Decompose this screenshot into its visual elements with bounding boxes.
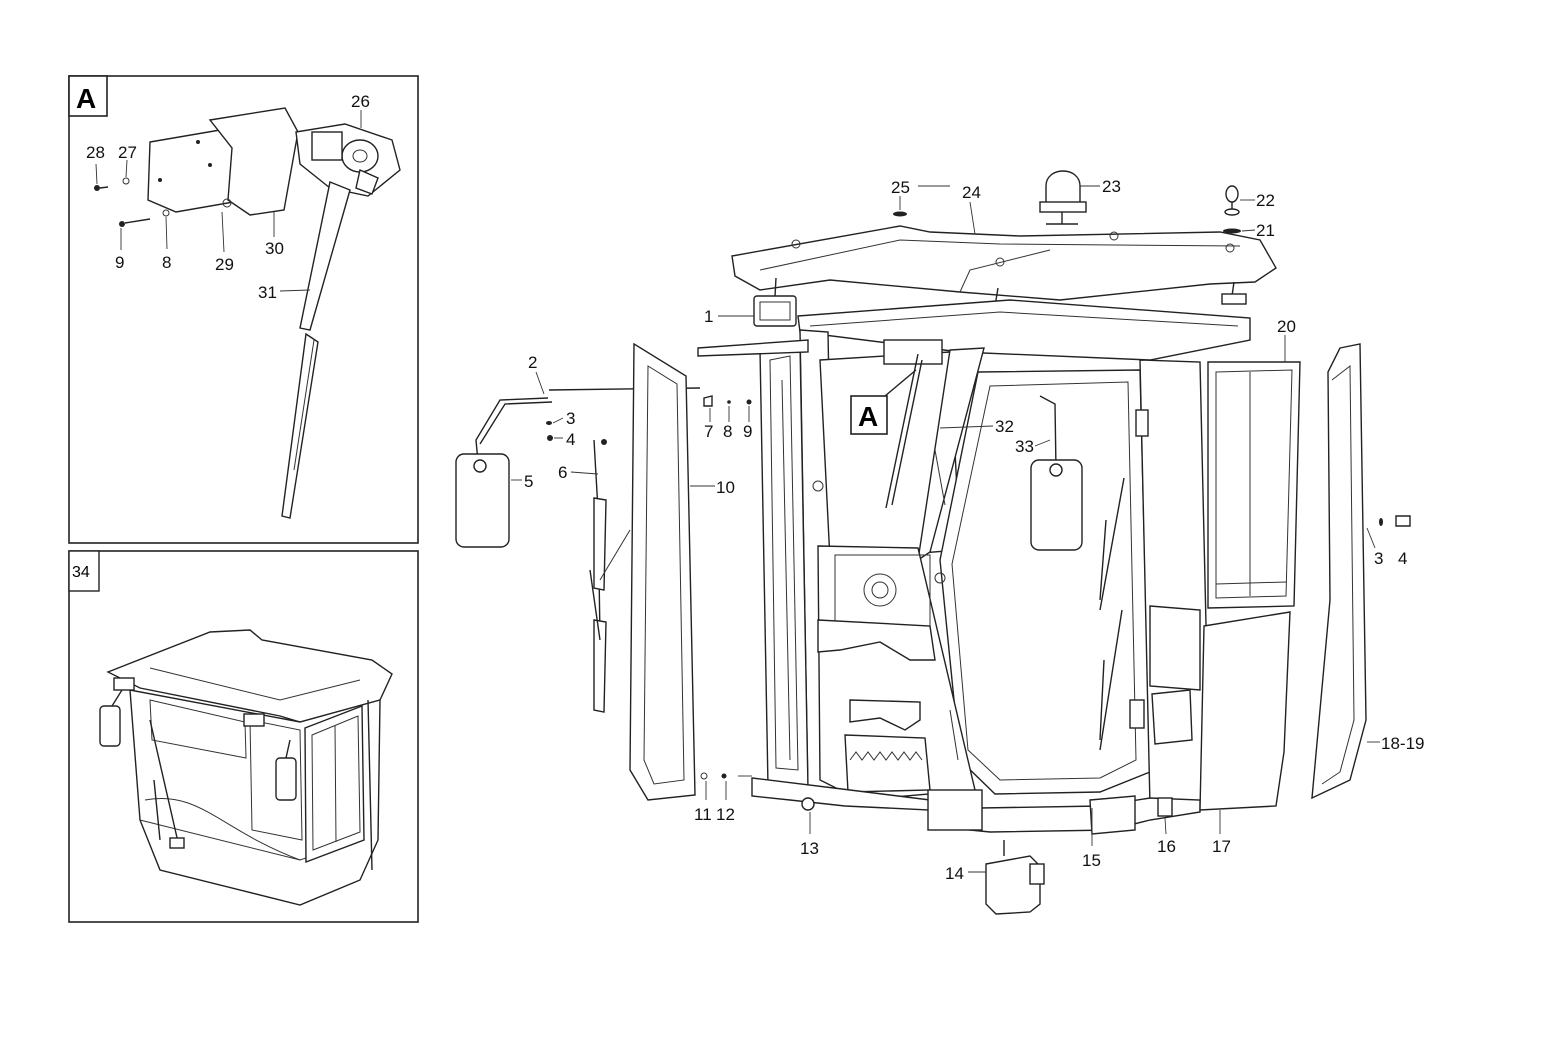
detail-fasteners [94, 177, 170, 227]
view-a-callout: A [850, 369, 917, 435]
label-21: 21 [1256, 221, 1275, 240]
label-6: 6 [558, 463, 567, 482]
door-wipers [1099, 477, 1125, 751]
label-18-19: 18-19 [1381, 734, 1424, 753]
cab-frame [751, 299, 1251, 835]
door-mirror [1030, 395, 1083, 551]
label-4: 4 [566, 430, 575, 449]
detail-panel-a: A [68, 75, 419, 544]
label-23: 23 [1102, 177, 1121, 196]
label-3-right: 3 [1374, 549, 1383, 568]
main-fasteners [546, 395, 1411, 780]
label-9-main: 9 [743, 422, 752, 441]
label-29: 29 [215, 255, 234, 274]
label-27: 27 [118, 143, 137, 162]
front-wiper [883, 339, 943, 509]
label-26: 26 [351, 92, 370, 111]
assembly-panel-34: 34 [68, 550, 419, 923]
label-11: 11 [694, 805, 712, 824]
beacon-light [1039, 170, 1087, 225]
roof-washer [893, 211, 907, 217]
rear-door-panel [1199, 611, 1291, 811]
label-28: 28 [86, 143, 105, 162]
label-30: 30 [265, 239, 284, 258]
rear-window [1207, 361, 1301, 609]
label-14: 14 [945, 864, 964, 883]
detail-a-tag: A [76, 83, 96, 114]
wiper-motor [295, 123, 401, 197]
label-33: 33 [1015, 437, 1034, 456]
label-17: 17 [1212, 837, 1231, 856]
side-wiper [589, 439, 631, 713]
label-22: 22 [1256, 191, 1275, 210]
side-glass-panel [629, 342, 696, 801]
view-a-tag: A [858, 401, 878, 432]
label-31: 31 [258, 283, 277, 302]
wiper-arm-detail [281, 181, 351, 519]
label-9: 9 [115, 253, 124, 272]
assembled-cab [99, 629, 393, 906]
label-7: 7 [704, 422, 713, 441]
marker-light [1157, 797, 1173, 817]
wiper-gasket [208, 107, 299, 216]
label-1: 1 [704, 307, 713, 326]
label-16: 16 [1157, 837, 1176, 856]
cab-roof [731, 225, 1277, 301]
seal-strip [1311, 343, 1367, 800]
label-3: 3 [566, 409, 575, 428]
label-32: 32 [995, 417, 1014, 436]
label-20: 20 [1277, 317, 1296, 336]
left-mirror [455, 339, 809, 548]
label-4-right: 4 [1398, 549, 1407, 568]
label-2: 2 [528, 353, 537, 372]
label-13: 13 [800, 839, 819, 858]
label-15: 15 [1082, 851, 1101, 870]
label-24: 24 [962, 183, 981, 202]
label-25: 25 [891, 178, 910, 197]
label-5: 5 [524, 472, 533, 491]
label-8: 8 [162, 253, 171, 272]
assembly-34-tag: 34 [72, 564, 90, 581]
main-exploded-view: A [455, 170, 1424, 915]
washer-tank [985, 840, 1045, 915]
label-10: 10 [716, 478, 735, 497]
label-8-main: 8 [723, 422, 732, 441]
label-12: 12 [716, 805, 735, 824]
lifting-eye [1223, 185, 1241, 234]
